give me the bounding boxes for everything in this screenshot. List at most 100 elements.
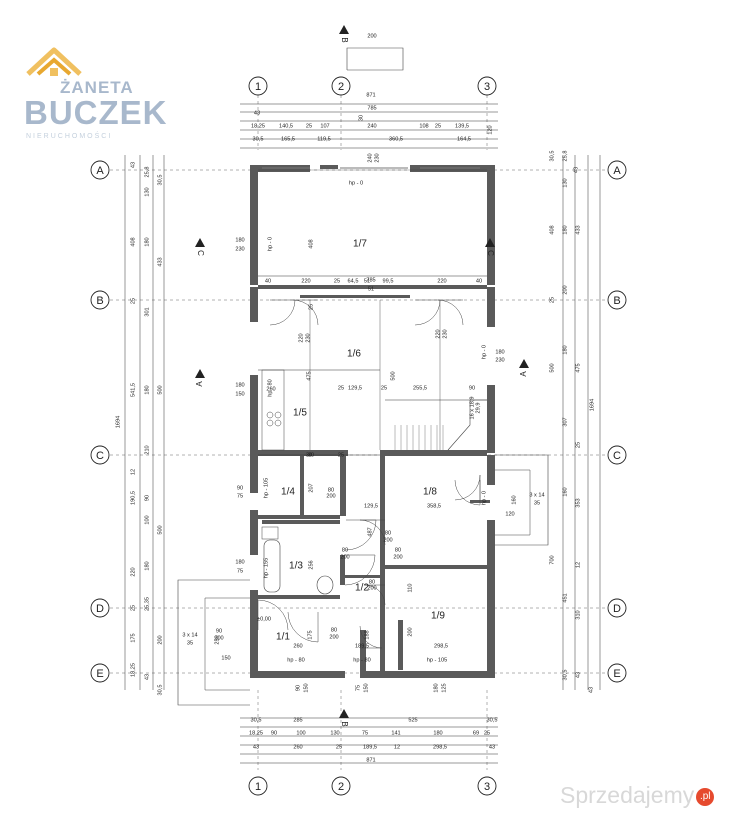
axis-column-bubble xyxy=(248,776,268,796)
dimension-label-interior: 150 xyxy=(235,391,244,397)
section-mark-label: B xyxy=(340,37,349,42)
dimension-label-interior: 200 xyxy=(383,537,392,543)
door-swing xyxy=(359,625,383,649)
dimension-label-interior: 358,5 xyxy=(427,503,441,509)
axis-column-bubble xyxy=(477,76,497,96)
dimension-label-interior: 475 xyxy=(306,371,312,380)
dimension-label-left: 180 xyxy=(144,561,150,570)
dimension-label-top: 200 xyxy=(367,33,376,39)
dimension-label-left: 175 xyxy=(130,633,136,642)
wall-segment xyxy=(258,450,348,456)
dimension-label-right: 180 xyxy=(562,225,568,234)
dimension-label-left: 180 xyxy=(144,237,150,246)
dimension-label-bottom: 141 xyxy=(391,730,400,736)
wall-segment xyxy=(487,455,495,485)
wall-segment xyxy=(340,555,345,585)
door-swing xyxy=(437,299,464,326)
dimension-label-left: 180 xyxy=(144,385,150,394)
dimension-label-interior: 25 xyxy=(334,278,340,284)
axis-row-bubble xyxy=(607,663,627,683)
wall-segment xyxy=(300,455,304,515)
axis-row-bubble xyxy=(607,598,627,618)
dimension-label-interior: 30 xyxy=(308,452,314,458)
dimension-label-interior: 30 xyxy=(306,452,312,458)
axis-column-bubble xyxy=(331,776,351,796)
dimension-label-top: 25 xyxy=(306,123,312,129)
dimension-label-bottom: 90 xyxy=(271,730,277,736)
dimension-label-right: 12 xyxy=(575,562,581,568)
dimension-label-top: 120 xyxy=(487,125,493,134)
door-swing xyxy=(454,474,481,501)
room-label: 1/4 xyxy=(281,487,295,498)
kitchen-counter xyxy=(261,369,285,451)
dimension-label-interior: 75 xyxy=(237,568,243,574)
dimension-label-interior: 25 xyxy=(338,385,344,391)
dimension-label-top: 30 xyxy=(358,115,364,121)
dimension-label-top: 119,5 xyxy=(317,136,331,142)
dimension-label-bottom: 43 xyxy=(253,744,259,750)
agency-logo: ŻANETA BUCZEK NIERUCHOMOŚCI xyxy=(22,44,172,140)
dimension-label-bottom: 260 xyxy=(293,744,302,750)
logo-surname: BUCZEK xyxy=(24,94,168,131)
dimension-label-interior: 129,5 xyxy=(348,385,362,391)
section-arrow-icon xyxy=(195,369,205,378)
dimension-label-interior: 180 xyxy=(433,683,439,692)
dimension-label-top: 230 xyxy=(374,153,380,162)
dimension-label-interior: 125 xyxy=(441,683,447,692)
stair-outline xyxy=(447,399,487,451)
entrance-porch xyxy=(177,579,250,706)
wall-segment xyxy=(258,515,340,519)
wall-segment xyxy=(385,565,495,569)
axis-row-label: A xyxy=(96,165,104,177)
dimension-label-right: 160 xyxy=(562,487,568,496)
wall-segment xyxy=(250,590,258,678)
dimension-label-left: 500 xyxy=(157,525,163,534)
dimension-label-right: 43 xyxy=(573,167,579,173)
room-label: 1/3 xyxy=(289,561,303,572)
door-swing xyxy=(287,611,319,643)
axis-row-label: B xyxy=(613,295,620,307)
axis-column-bubble xyxy=(477,776,497,796)
dimension-label-right: 408 xyxy=(549,225,555,234)
dimension-label-interior: 80 xyxy=(395,547,401,553)
dimension-label-top: 240 xyxy=(367,123,376,129)
axis-column-label: 3 xyxy=(484,81,490,93)
dimension-label-left: 25 xyxy=(130,298,136,304)
dimension-label-interior: 220 xyxy=(435,329,441,338)
stove-burner xyxy=(266,411,274,419)
dimension-label-interior: 785 xyxy=(366,277,375,283)
axis-column-label: 1 xyxy=(255,781,261,793)
dimension-label-top: 240 xyxy=(367,153,373,162)
axis-row-label: C xyxy=(613,450,621,462)
dimension-label-top: 139,5 xyxy=(455,123,469,129)
dimension-label-interior: 150 xyxy=(363,683,369,692)
dimension-label-left: 500 xyxy=(157,385,163,394)
wall-segment xyxy=(360,630,366,671)
axis-row-label: D xyxy=(613,603,621,615)
dimension-label-top: 108 xyxy=(419,123,428,129)
dimension-label-interior: 200 xyxy=(329,634,338,640)
dimension-label-bottom: 130 xyxy=(330,730,339,736)
dimension-label-left: 1694 xyxy=(115,416,121,428)
dimension-label-interior: 75 xyxy=(355,685,361,691)
wall-segment xyxy=(250,463,258,493)
wall-segment xyxy=(380,456,385,671)
axis-row-bubble xyxy=(90,445,110,465)
dimension-label-top: 43 xyxy=(254,110,260,116)
wall-segment xyxy=(250,287,258,322)
dimension-label-left: 30,5 xyxy=(157,685,163,696)
dimension-label-right: 130 xyxy=(562,178,568,187)
section-mark-label: C xyxy=(486,250,495,256)
dimension-label-left: 18,25 xyxy=(130,663,136,677)
watermark-text: Sprzedajemy xyxy=(560,782,695,808)
dimension-label-top: hp - 0 xyxy=(349,180,363,186)
dimension-label-left: 130 xyxy=(144,187,150,196)
dimension-label-interior: 29,9 xyxy=(475,403,481,414)
dimension-label-interior: 207 xyxy=(308,483,314,492)
door-swing xyxy=(359,519,386,546)
dimension-label-interior: 189,5 xyxy=(355,643,369,649)
entrance-steps xyxy=(204,597,250,691)
dimension-label-top: 18,25 xyxy=(251,123,265,129)
dimension-label-interior: 80 xyxy=(369,579,375,585)
